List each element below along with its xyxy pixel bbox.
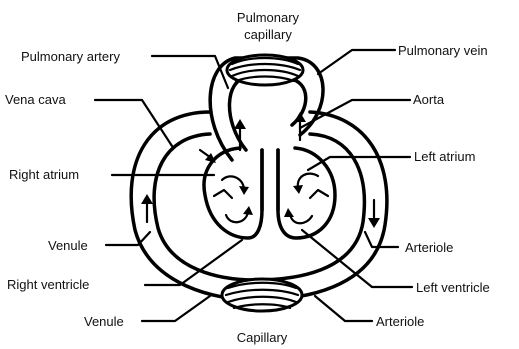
label-venule-lower: Venule: [84, 314, 124, 329]
label-left-ventricle: Left ventricle: [416, 280, 490, 295]
systemic-capillary-bundle: [222, 279, 302, 311]
label-arteriole-upper: Arteriole: [405, 240, 453, 255]
pulmonary-capillary-bundle: [227, 55, 303, 85]
label-venule-upper: Venule: [48, 238, 88, 253]
label-capillary: Capillary: [237, 330, 288, 345]
label-pulmonary-capillary-line1: Pulmonary: [237, 10, 300, 25]
label-vena-cava: Vena cava: [5, 92, 66, 107]
label-pulmonary-artery: Pulmonary artery: [21, 49, 120, 64]
label-pulmonary-vein: Pulmonary vein: [398, 43, 488, 58]
systemic-loop: [131, 112, 387, 300]
heart: [204, 148, 335, 238]
label-right-atrium: Right atrium: [9, 167, 79, 182]
label-arteriole-lower: Arteriole: [376, 314, 424, 329]
label-right-ventricle: Right ventricle: [7, 277, 89, 292]
label-pulmonary-capillary-line2: capillary: [244, 27, 292, 42]
label-aorta: Aorta: [413, 92, 445, 107]
label-left-atrium: Left atrium: [414, 149, 475, 164]
